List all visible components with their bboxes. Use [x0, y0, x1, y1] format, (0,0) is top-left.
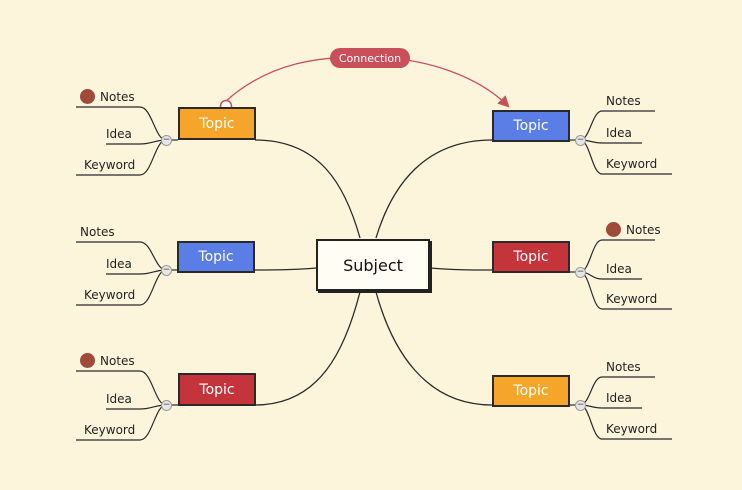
topic-node-br[interactable]: Topic: [492, 375, 570, 407]
branch-line-tr: [375, 139, 493, 239]
subject-node[interactable]: Subject: [316, 239, 430, 291]
leaf-tl-notes[interactable]: Notes: [100, 90, 135, 104]
leaf-br-notes[interactable]: Notes: [606, 360, 641, 374]
collapse-bl-minus-icon[interactable]: −: [161, 400, 172, 411]
branch-line-bl: [254, 291, 361, 406]
leaf-bl-notes[interactable]: Notes: [100, 354, 135, 368]
topic-node-mr[interactable]: Topic: [492, 241, 570, 273]
leaf-ml-idea[interactable]: Idea: [106, 257, 132, 271]
leaf-mr-notes[interactable]: Notes: [626, 223, 661, 237]
collapse-tl-minus-icon[interactable]: −: [161, 135, 172, 146]
branch-line-ml: [254, 267, 317, 271]
branch-line-mr: [429, 267, 493, 271]
collapse-ml-minus-icon[interactable]: −: [161, 265, 172, 276]
collapse-mr-minus-icon[interactable]: −: [575, 267, 586, 278]
leaf-bl-keyword[interactable]: Keyword: [84, 423, 136, 437]
leaf-line-br-1: [579, 404, 642, 409]
leaf-br-idea[interactable]: Idea: [606, 391, 632, 405]
leaf-mr-keyword[interactable]: Keyword: [606, 292, 658, 306]
branch-line-tl: [254, 139, 361, 239]
collapse-tr-minus-icon[interactable]: −: [575, 135, 586, 146]
collapse-br-minus-icon[interactable]: −: [575, 400, 586, 411]
leaf-tr-idea[interactable]: Idea: [606, 126, 632, 140]
leaf-tr-keyword[interactable]: Keyword: [606, 157, 658, 171]
topic-node-tr[interactable]: Topic: [492, 110, 570, 142]
leaf-ml-keyword[interactable]: Keyword: [84, 288, 136, 302]
leaf-ml-notes[interactable]: Notes: [80, 225, 115, 239]
topic-node-tl[interactable]: Topic: [178, 107, 256, 140]
leaf-br-keyword[interactable]: Keyword: [606, 422, 658, 436]
connection-label[interactable]: Connection: [330, 48, 410, 68]
leaf-tr-notes[interactable]: Notes: [606, 94, 641, 108]
topic-node-ml[interactable]: Topic: [177, 241, 255, 273]
note-dot-icon[interactable]: [606, 222, 621, 237]
leaf-bl-idea[interactable]: Idea: [106, 392, 132, 406]
leaf-tl-keyword[interactable]: Keyword: [84, 158, 136, 172]
leaf-mr-idea[interactable]: Idea: [606, 262, 632, 276]
branch-line-br: [375, 291, 493, 406]
note-dot-icon[interactable]: [80, 89, 95, 104]
topic-node-bl[interactable]: Topic: [178, 373, 256, 406]
leaf-tl-idea[interactable]: Idea: [106, 127, 132, 141]
leaf-line-tr-1: [579, 139, 642, 144]
note-dot-icon[interactable]: [80, 353, 95, 368]
